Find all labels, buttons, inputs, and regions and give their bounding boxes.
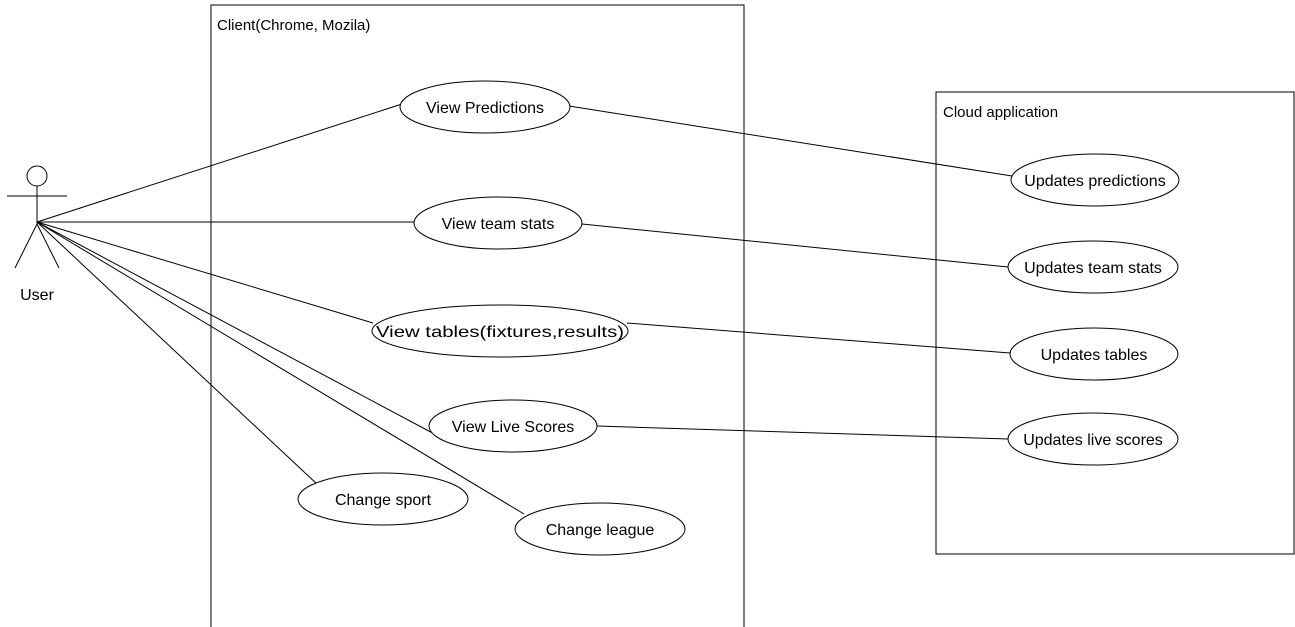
edge-tables-to-updates [626, 322, 1011, 354]
actor-label: User [20, 287, 54, 304]
edge-user-view-tables [36, 221, 374, 324]
edge-user-change-league [36, 221, 525, 515]
usecase-label: View team stats [442, 216, 555, 233]
edge-user-view-live-scores [36, 221, 441, 438]
usecase-label: View Live Scores [452, 419, 574, 436]
usecase-view-live-scores: View Live Scores [428, 399, 598, 453]
edge-team-stats-to-updates [581, 223, 1009, 268]
actor-left-leg [14, 223, 38, 269]
usecase-change-league: Change league [514, 502, 686, 556]
actor-head [26, 165, 48, 187]
usecase-updates-live-scores: Updates live scores [1007, 412, 1179, 466]
usecase-updates-predictions: Updates predictions [1010, 153, 1180, 207]
usecase-label: View Predictions [426, 100, 544, 117]
usecase-label: Change sport [335, 492, 432, 509]
edge-user-view-predictions [36, 103, 403, 223]
edge-user-change-sport [36, 221, 319, 486]
cloud-associations [568, 105, 1013, 440]
usecase-label: Change league [546, 522, 655, 539]
usecase-label: Updates live scores [1023, 432, 1163, 449]
user-actor: User [7, 165, 67, 304]
usecase-label: View tables(fixtures,results) [376, 324, 624, 341]
actor-right-leg [36, 223, 60, 269]
cloud-boundary-label: Cloud application [943, 104, 1058, 121]
edge-live-scores-to-updates [596, 425, 1009, 440]
usecase-label: Updates team stats [1024, 260, 1162, 277]
edge-predictions-to-updates [568, 105, 1013, 177]
client-boundary-label: Client(Chrome, Mozila) [217, 17, 370, 34]
usecase-change-sport: Change sport [297, 472, 469, 526]
usecase-view-predictions: View Predictions [399, 80, 571, 134]
user-associations [36, 103, 525, 515]
usecase-updates-team-stats: Updates team stats [1007, 240, 1179, 294]
usecase-label: Updates tables [1041, 347, 1148, 364]
usecase-label: Updates predictions [1024, 173, 1165, 190]
usecase-view-team-stats: View team stats [413, 196, 583, 250]
usecase-view-tables: View tables(fixtures,results) [371, 304, 629, 358]
usecase-updates-tables: Updates tables [1009, 327, 1179, 381]
